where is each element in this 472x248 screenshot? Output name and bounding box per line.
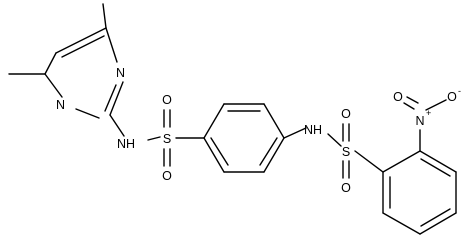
atom-o-sulfonyl-left-top: O: [162, 93, 172, 107]
charge-plus-nitro-n: +: [426, 108, 431, 118]
bond: [263, 137, 285, 173]
bond: [44, 73, 63, 98]
atom-o-nitro-double: O: [393, 90, 403, 104]
bond: [406, 96, 419, 104]
bond: [283, 127, 307, 139]
atom-s-sulfonyl-left: S: [163, 132, 171, 146]
atom-s-sulfonyl-right: S: [342, 145, 350, 159]
bond: [354, 150, 384, 173]
atom-n-nitro: N: [415, 114, 424, 128]
bond: [259, 137, 278, 166]
atom-o-sulfonyl-right-bottom: O: [341, 181, 351, 195]
bond: [419, 150, 457, 173]
atom-label-layer: N N NH S O O NH S O O N + O O -: [56, 66, 461, 195]
bond: [419, 212, 457, 235]
charge-minus-nitro-o: -: [458, 86, 461, 96]
bond: [263, 103, 285, 139]
bond: [203, 137, 225, 173]
atom-nh-sulfonamide-right: NH: [304, 123, 322, 137]
atom-nh-sulfonamide-left: NH: [117, 137, 135, 151]
bond: [55, 27, 107, 54]
atom-n-pyrimidine-top: N: [116, 66, 125, 80]
bond: [104, 84, 117, 112]
atom-o-nitro-single: O: [447, 90, 457, 104]
bond: [425, 99, 447, 111]
bond: [203, 103, 225, 139]
atom-n-pyrimidine-bottom: N: [56, 98, 65, 112]
bond: [147, 136, 161, 141]
bond: [75, 108, 100, 119]
atom-o-sulfonyl-left-bottom: O: [162, 169, 172, 183]
bond: [403, 102, 415, 110]
bond: [105, 27, 118, 63]
bond: [382, 150, 421, 173]
bond: [420, 158, 451, 177]
bond: [420, 208, 451, 227]
bond: [61, 35, 105, 58]
bond: [210, 137, 229, 166]
bond: [382, 212, 421, 235]
bond: [327, 133, 342, 147]
bond: [44, 52, 57, 75]
bond: [102, 3, 107, 29]
bond: [109, 114, 125, 137]
bond-layer: [8, 3, 457, 235]
bond: [109, 81, 124, 116]
atom-o-sulfonyl-right-top: O: [341, 107, 351, 121]
